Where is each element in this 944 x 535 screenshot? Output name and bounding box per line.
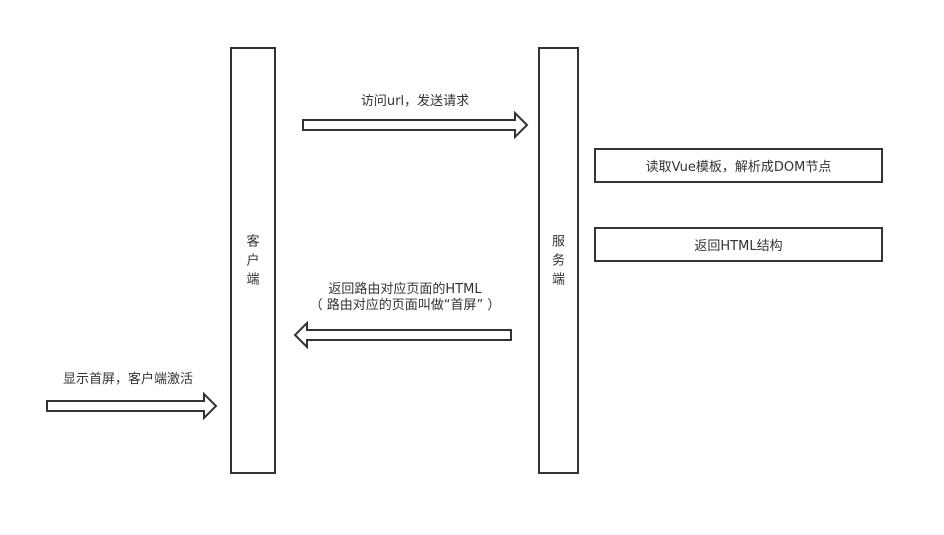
- server-lane: 服 务 端: [538, 47, 579, 474]
- client-lane-char: 户: [246, 253, 260, 268]
- server-lane-char: 服: [551, 234, 565, 249]
- client-lane: 客 户 端: [230, 47, 276, 474]
- client-lane-label: 客 户 端: [232, 232, 274, 289]
- return-html-box: 返回HTML结构: [594, 227, 883, 262]
- client-lane-char: 客: [246, 234, 260, 249]
- request-arrow: [302, 110, 529, 140]
- response-arrow: [293, 320, 512, 350]
- server-lane-label: 服 务 端: [540, 232, 577, 289]
- parse-template-box: 读取Vue模板，解析成DOM节点: [594, 148, 883, 183]
- activate-arrow-label: 显示首屏，客户端激活: [62, 372, 193, 387]
- activate-arrow: [46, 391, 218, 421]
- return-html-text: 返回HTML结构: [694, 239, 783, 254]
- response-arrow-label-line1: 返回路由对应页面的HTML: [328, 282, 482, 297]
- server-lane-char: 端: [551, 272, 565, 287]
- request-arrow-label: 访问url，发送请求: [360, 94, 470, 109]
- server-lane-char: 务: [551, 253, 565, 268]
- parse-template-text: 读取Vue模板，解析成DOM节点: [645, 160, 832, 175]
- response-arrow-label-line2: （ 路由对应的页面叫做“首屏” ）: [309, 298, 501, 313]
- client-lane-char: 端: [246, 272, 260, 287]
